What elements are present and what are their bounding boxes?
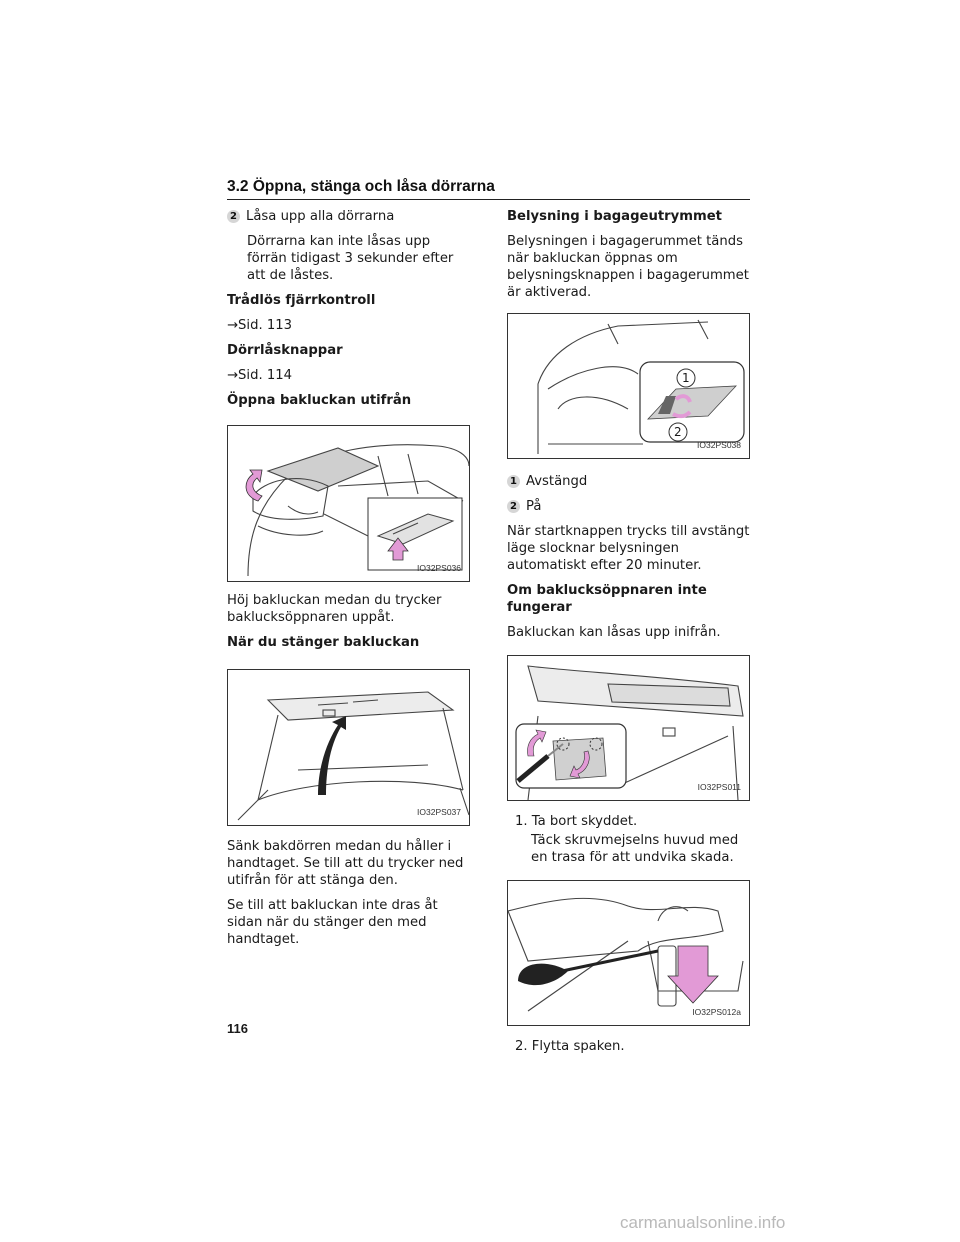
step-1-note: Täck skruvmejselns huvud med en trasa fö…: [531, 833, 739, 865]
figure-label: IO32PS012a: [692, 1007, 741, 1017]
figure-close-tailgate: IO32PS037: [227, 669, 470, 826]
number-badge-2: 2: [227, 210, 240, 223]
page-number: 116: [227, 1021, 248, 1036]
lift-arrow-icon: [245, 469, 263, 502]
number-badge-1: 1: [507, 475, 520, 488]
arrow-down-curve-icon: [318, 716, 346, 795]
number-badge-2: 2: [507, 500, 520, 513]
inner-tailgate-illustration: [515, 665, 744, 800]
arrow-up-icon: [387, 537, 409, 561]
heading-close: När du stänger bakluckan: [227, 635, 420, 650]
close-instructions-1: Sänk bakdörren medan du håller i handtag…: [227, 839, 464, 888]
section-title: 3.2 Öppna, stänga och låsa dörrarna: [227, 178, 750, 200]
heading-trunk-light: Belysning i bagageutrymmet: [507, 209, 722, 224]
figure-label: IO32PS036: [417, 563, 461, 573]
page-ref-remote[interactable]: →Sid. 113: [227, 318, 293, 333]
unlock-note: Dörrarna kan inte låsas upp förrän tidig…: [247, 234, 454, 283]
figure-light-switch: 1 2 IO32PS038: [507, 313, 750, 459]
trunk-light-illustration: [537, 319, 745, 454]
close-instructions-2: Se till att bakluckan inte dras åt sidan…: [227, 898, 438, 947]
callout-1: 1: [682, 371, 690, 385]
list-item-label: Låsa upp alla dörrarna: [246, 209, 395, 224]
trunk-light-text: Belysningen i bagagerummet tänds när bak…: [507, 234, 749, 300]
option-off-label: Avstängd: [526, 474, 588, 489]
heading-open-outside: Öppna bakluckan utifrån: [227, 393, 412, 408]
figure-open-tailgate: IO32PS036: [227, 425, 470, 582]
open-trunk-illustration: [237, 691, 469, 821]
step-1: 1. Ta bort skyddet.: [515, 814, 638, 829]
option-on-label: På: [526, 499, 542, 514]
auto-off-text: När startknappen trycks till avstängt lä…: [507, 524, 750, 573]
car-rear-illustration: [245, 444, 469, 577]
figure-label: IO32PS038: [697, 440, 741, 450]
page-ref-lock[interactable]: →Sid. 114: [227, 368, 293, 383]
step-2: 2. Flytta spaken.: [515, 1039, 625, 1054]
option-on: 2 På: [507, 498, 752, 515]
open-instructions: Höj bakluckan medan du trycker baklucksö…: [227, 593, 442, 625]
arrow-down-icon: [667, 945, 719, 1004]
opener-fails-text: Bakluckan kan låsas upp inifrån.: [507, 625, 721, 640]
figure-move-lever: IO32PS012a: [507, 880, 750, 1026]
heading-remote: Trådlös fjärrkontroll: [227, 293, 376, 308]
option-off: 1 Avstängd: [507, 473, 752, 490]
watermark: carmanualsonline.info: [620, 1213, 786, 1232]
figure-remove-cover: IO32PS011: [507, 655, 750, 801]
lever-illustration: [508, 897, 744, 1012]
heading-opener-fails: Om baklucksöppnaren inte fungerar: [507, 583, 707, 615]
heading-lock-buttons: Dörrlåsknappar: [227, 343, 343, 358]
figure-label: IO32PS011: [697, 782, 741, 792]
figure-label: IO32PS037: [417, 807, 461, 817]
right-column: Belysning i bagageutrymmet Belysningen i…: [507, 208, 752, 1057]
left-column: 2 Låsa upp alla dörrarna Dörrarna kan int…: [227, 208, 472, 956]
list-item-unlock-all: 2 Låsa upp alla dörrarna: [227, 208, 472, 225]
callout-2: 2: [674, 425, 682, 439]
